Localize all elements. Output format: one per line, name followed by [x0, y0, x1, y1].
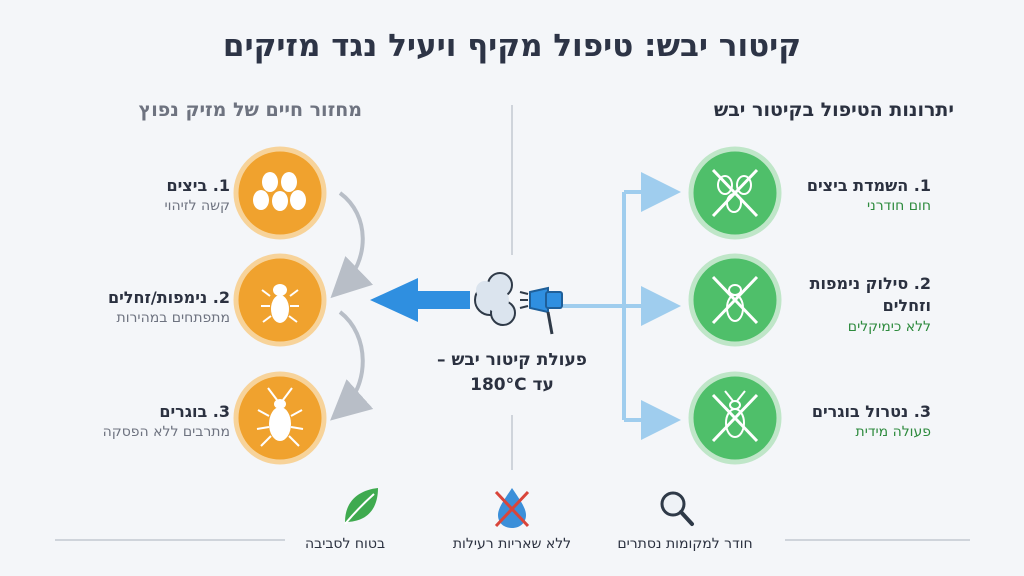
- steam-cloud-icon: [474, 272, 529, 326]
- steam-action-caption: פעולת קיטור יבש – עד 180°C: [397, 348, 627, 397]
- lifecycle-heading: מחזור חיים של מזיק נפוץ: [138, 99, 362, 121]
- lifecycle-step-title: 2. נימפות/זחלים: [107, 288, 230, 307]
- benefit-subtitle: פעולה מידית: [855, 424, 932, 441]
- lifecycle-step-larvae: 2. נימפות/זחלים מתפתחים במהירות: [10, 287, 230, 329]
- crossed-eggs-icon: [688, 146, 782, 240]
- eggs-icon: [233, 146, 327, 240]
- lifecycle-step-title: 1. ביצים: [166, 176, 230, 195]
- crossed-larva-icon: [688, 253, 782, 347]
- no-toxic-drop-icon: [494, 488, 530, 528]
- magnifier-icon: [660, 491, 694, 526]
- benefits-heading: יתרונות הטיפול בקיטור יבש: [713, 99, 954, 121]
- benefit-neutralize-adults: 3. נטרול בוגרים פעולה מידית: [771, 401, 931, 443]
- benefit-title: 3. נטרול בוגרים: [811, 402, 931, 421]
- bottom-label-eco-safe: בטוח לסביבה: [304, 536, 386, 552]
- benefit-subtitle: חום חודרני: [867, 198, 931, 215]
- lifecycle-step-subtitle: מתרבים ללא הפסקה: [102, 424, 230, 441]
- lifecycle-step-subtitle: מתפתחים במהירות: [116, 310, 230, 327]
- benefit-connectors: [563, 172, 681, 440]
- center-divider-bottom: [511, 415, 513, 470]
- benefit-remove-larvae: 2. סילוק נימפות וזחלים ללא כימיקלים: [771, 273, 931, 337]
- steam-action-line2: עד 180°C: [470, 374, 554, 395]
- lifecycle-step-adults: 3. בוגרים מתרבים ללא הפסקה: [10, 401, 230, 443]
- lifecycle-arrow-1: [330, 191, 374, 299]
- larva-icon: [233, 253, 327, 347]
- adult-bug-icon: [233, 371, 327, 465]
- benefit-title-line1: 2. סילוק נימפות: [809, 274, 931, 293]
- benefit-title: 1. השמדת ביצים: [806, 176, 931, 195]
- page-title: קיטור יבש: טיפול מקיף ויעיל נגד מזיקים: [222, 28, 802, 64]
- lifecycle-step-subtitle: קשה לזיהוי: [164, 198, 230, 215]
- benefit-destroy-eggs: 1. השמדת ביצים חום חודרני: [771, 175, 931, 217]
- benefit-title-line2: וזחלים: [882, 296, 931, 316]
- lifecycle-step-eggs: 1. ביצים קשה לזיהוי: [30, 175, 230, 217]
- bottom-label-no-residue: ללא שאריות רעילות: [452, 536, 572, 552]
- lifecycle-step-title: 3. בוגרים: [159, 402, 230, 421]
- crossed-bug-icon: [688, 371, 782, 465]
- steam-nozzle-icon: [529, 286, 563, 335]
- benefit-subtitle: ללא כימיקלים: [847, 318, 931, 335]
- leaf-icon: [344, 488, 378, 525]
- center-divider-top: [511, 105, 513, 255]
- steam-action-line1: פעולת קיטור יבש –: [437, 350, 587, 370]
- bottom-label-penetrates: חודר למקומות נסתרים: [617, 536, 753, 552]
- steam-flow-arrow: [370, 278, 470, 322]
- lifecycle-arrow-2: [330, 310, 374, 421]
